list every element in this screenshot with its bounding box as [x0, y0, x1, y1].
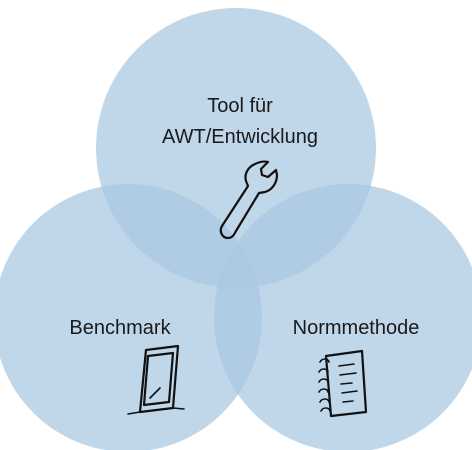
- label-tool-line-2: AWT/Entwicklung: [162, 126, 318, 148]
- tablet-icon: [127, 344, 185, 415]
- label-tool-line-1: Tool für: [207, 95, 273, 117]
- label-benchmark: Benchmark: [69, 317, 171, 339]
- wrench-icon: [219, 160, 279, 240]
- circle-normmethode: [214, 184, 472, 450]
- notebook-icon: [318, 349, 368, 418]
- label-normmethode: Normmethode: [293, 317, 420, 339]
- circle-benchmark: [0, 184, 262, 450]
